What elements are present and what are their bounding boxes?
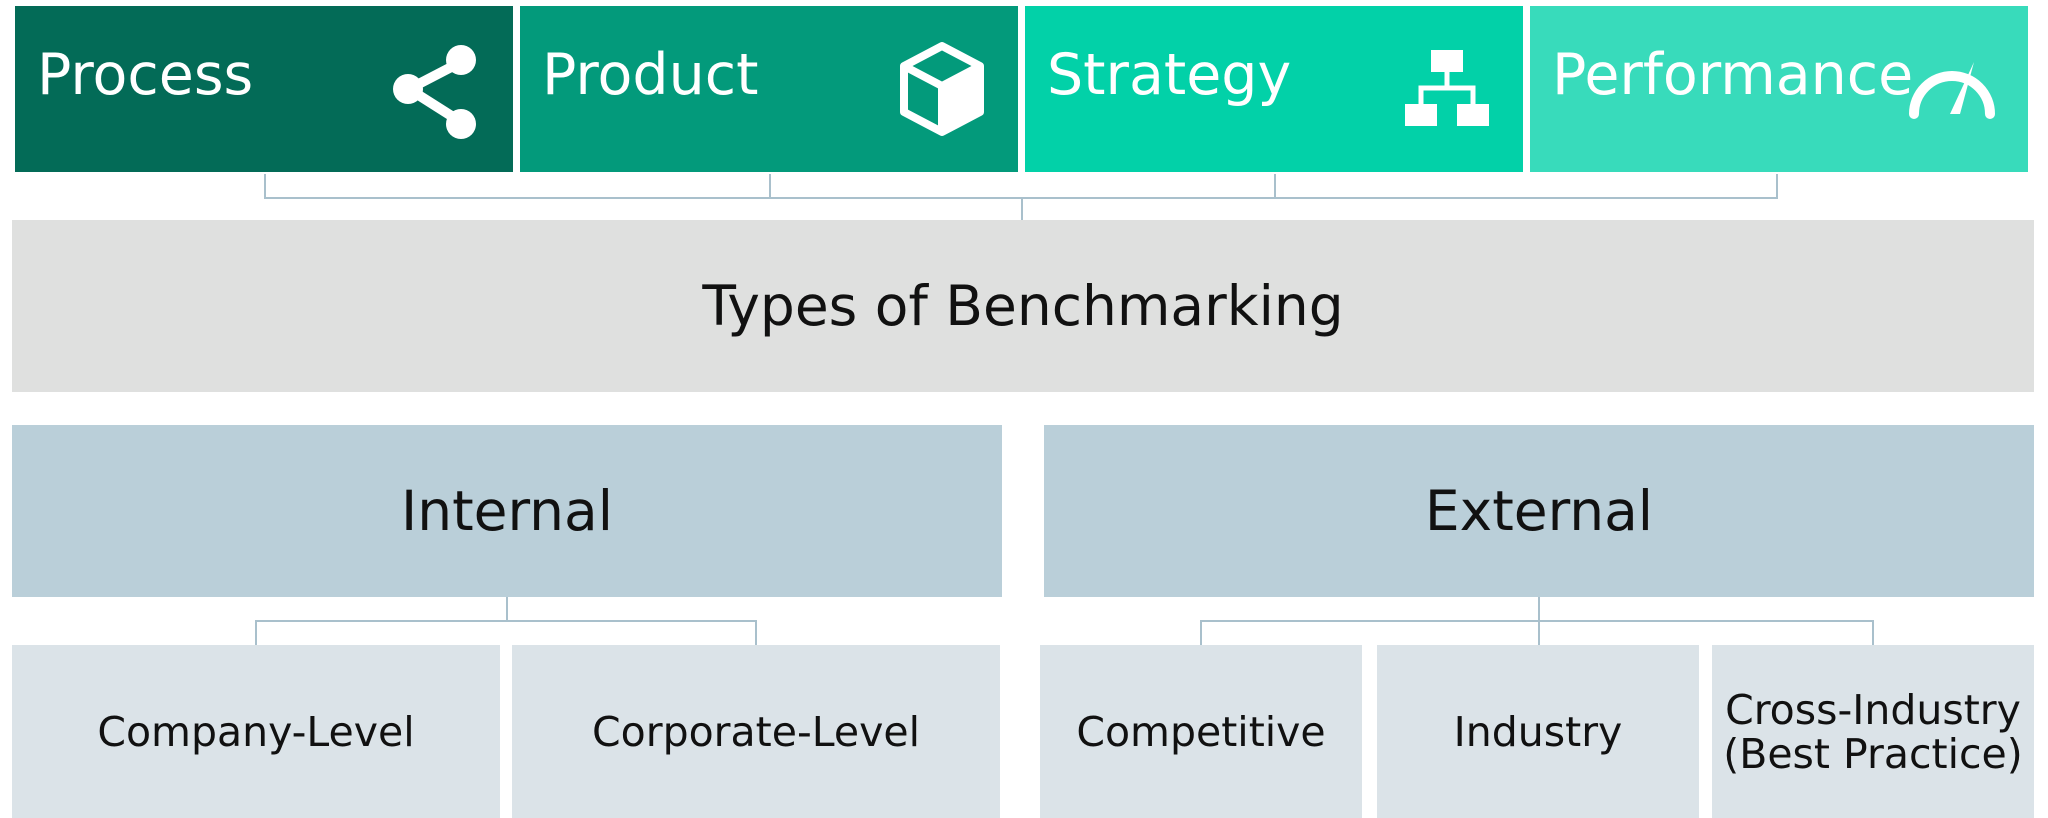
leaf-cross-industry: Cross-Industry (Best Practice)	[1712, 645, 2034, 818]
group-internal: Internal	[12, 425, 1002, 597]
type-tile-performance: Performance	[1530, 6, 2028, 172]
share-icon	[393, 45, 476, 139]
hierarchy-icon	[1405, 50, 1489, 126]
type-tile-label: Performance	[1552, 42, 1914, 108]
center-title: Types of Benchmarking	[702, 274, 1344, 338]
leaf-label: Industry	[1453, 707, 1623, 756]
leaf-competitive: Competitive	[1040, 645, 1362, 818]
leaf-label: Company-Level	[97, 707, 415, 756]
type-tile-label: Process	[37, 42, 254, 108]
gauge-icon	[1909, 62, 1995, 119]
type-tile-label: Strategy	[1047, 42, 1292, 108]
leaf-label: Corporate-Level	[592, 707, 920, 756]
leaf-industry: Industry	[1377, 645, 1699, 818]
external-connector-bracket	[1200, 620, 1874, 645]
center-title-bar: Types of Benchmarking	[12, 220, 2034, 392]
cube-icon	[900, 42, 984, 136]
type-tile-strategy: Strategy	[1025, 6, 1523, 172]
group-title: External	[1424, 479, 1654, 543]
leaf-company-level: Company-Level	[12, 645, 500, 818]
type-tile-product: Product	[520, 6, 1018, 172]
leaf-corporate-level: Corporate-Level	[512, 645, 1000, 818]
leaf-label: Cross-Industry (Best Practice)	[1723, 685, 2023, 778]
type-tile-process: Process	[15, 6, 513, 172]
leaf-label: Competitive	[1076, 707, 1326, 756]
internal-connector-bracket	[255, 620, 757, 645]
group-external: External	[1044, 425, 2034, 597]
group-title: Internal	[401, 479, 613, 543]
type-tile-label: Product	[542, 42, 759, 108]
top-connector-bracket	[264, 174, 1778, 199]
